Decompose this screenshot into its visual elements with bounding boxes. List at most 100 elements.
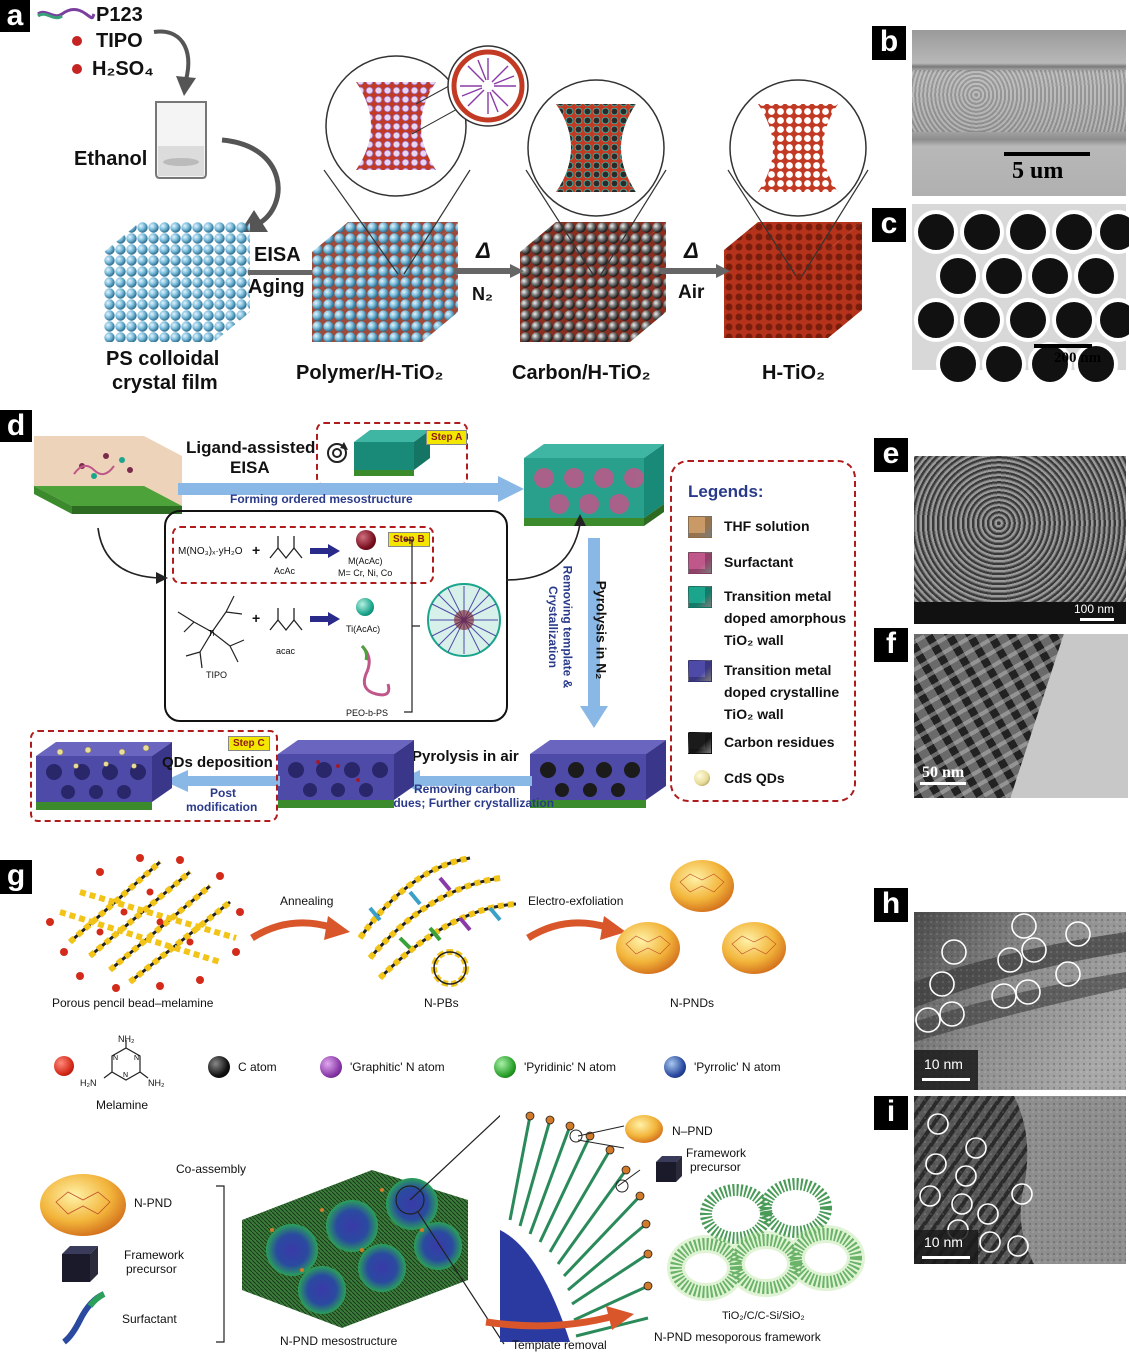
eq1-plus: + bbox=[252, 542, 261, 558]
legend-title: Legends: bbox=[688, 482, 764, 501]
removing-carbon-label: Removing carbon bbox=[414, 782, 516, 796]
panel-label-b: b bbox=[872, 26, 906, 60]
qds-deposition-label: QDs deposition bbox=[162, 754, 273, 771]
curved-arrow-icon bbox=[221, 137, 281, 232]
p123-chain-icon bbox=[37, 8, 96, 20]
stage-n-pnds: N-PNDs bbox=[670, 996, 714, 1010]
legend-cube-icon bbox=[688, 552, 712, 574]
eq1-reactant: M(NO₃)ₓ·yH₂O bbox=[178, 546, 243, 557]
rotation-icon bbox=[327, 442, 348, 463]
step-eisa-label: EISA bbox=[254, 244, 301, 266]
red-arrow-icon bbox=[250, 916, 350, 941]
bracket-icon bbox=[404, 539, 420, 713]
legend-label: Surfactant bbox=[724, 554, 794, 570]
pyrrolic-n-dot bbox=[664, 1056, 686, 1078]
scale-label-h: 10 nm bbox=[924, 1056, 963, 1072]
ps-colloidal-cube bbox=[104, 222, 250, 342]
scale-label-b: 5 um bbox=[1012, 158, 1064, 184]
legend-label: doped amorphous bbox=[724, 610, 847, 626]
micelle-inset bbox=[447, 45, 529, 127]
acac-molecule-icon bbox=[269, 608, 303, 632]
carbon-residue-cube bbox=[530, 740, 666, 808]
mesoporous-framework-illustration bbox=[667, 1178, 865, 1301]
panel-label-c: c bbox=[872, 208, 906, 242]
svg-text:N: N bbox=[113, 1055, 118, 1062]
melamine-nh2-right: NH₂ bbox=[148, 1078, 165, 1088]
peo-ps-polymer-icon bbox=[360, 644, 391, 697]
red-arrow-icon bbox=[526, 916, 626, 941]
legend-sphere-icon bbox=[694, 770, 710, 786]
legend-label: Transition metal bbox=[724, 662, 832, 678]
n-pnd-small-icon bbox=[625, 1115, 663, 1143]
tipo-molecule-icon: Ti bbox=[177, 595, 245, 669]
svg-text:N: N bbox=[123, 1072, 128, 1079]
step-air-label: Air bbox=[678, 282, 705, 303]
svg-text:N: N bbox=[134, 1055, 139, 1062]
step-heat-label-2: Δ bbox=[684, 238, 699, 263]
melamine-structure-icon: N N N bbox=[103, 1040, 149, 1081]
panel-label-i: i bbox=[874, 1096, 908, 1130]
htio2-cube bbox=[724, 222, 862, 338]
legend-box bbox=[670, 460, 856, 802]
reagent-tipo: TIPO bbox=[96, 30, 143, 52]
panel-label-e: e bbox=[874, 438, 908, 472]
n-pnd-mesostructure-illustration bbox=[242, 1170, 468, 1328]
legend-label: doped crystalline bbox=[724, 684, 840, 700]
legend-label: Transition metal bbox=[724, 588, 832, 604]
n-pbs-illustration bbox=[357, 855, 517, 987]
framework-precursor-cube-icon bbox=[656, 1156, 682, 1182]
step-b-box bbox=[172, 526, 434, 584]
scale-bar-i bbox=[922, 1256, 970, 1259]
mesostructure-cube bbox=[524, 444, 664, 526]
scale-bar-h bbox=[922, 1078, 970, 1081]
tem-image-h bbox=[914, 912, 1126, 1090]
stage-porous-pencil: Porous pencil bead–melamine bbox=[52, 996, 214, 1010]
stage-ps-colloidal-2: crystal film bbox=[112, 372, 218, 394]
precursor-box bbox=[164, 510, 508, 722]
arrow-right-icon bbox=[660, 264, 730, 278]
eq2-plus: + bbox=[252, 610, 261, 626]
panel-label-h: h bbox=[874, 888, 908, 922]
mesostructure-label: N-PND mesostructure bbox=[280, 1334, 398, 1348]
metal-acac-sphere bbox=[356, 530, 376, 550]
framework-label-2: precursor bbox=[126, 1262, 177, 1276]
panel-label-f: f bbox=[874, 628, 908, 662]
post-label: Post bbox=[210, 786, 237, 800]
peo-b-ps-label: PEO-b-PS bbox=[346, 708, 389, 718]
legend-cube-icon bbox=[688, 586, 712, 608]
polymer-htio2-cube bbox=[312, 222, 458, 342]
electro-exfoliation-label: Electro-exfoliation bbox=[528, 894, 624, 908]
c-atom-label: C atom bbox=[238, 1060, 277, 1074]
co-assembly-label: Co-assembly bbox=[176, 1162, 247, 1176]
curved-arrow-icon bbox=[97, 527, 168, 584]
graphitic-n-label: 'Graphitic' N atom bbox=[350, 1060, 445, 1074]
teal-film-illustration bbox=[354, 430, 430, 476]
annealing-label: Annealing bbox=[280, 894, 334, 908]
blue-arrow-down bbox=[580, 538, 608, 728]
scale-bar-e bbox=[1080, 618, 1114, 621]
scale-label-e: 100 nm bbox=[1074, 602, 1115, 616]
eq1-metals: M= Cr, Ni, Co bbox=[338, 568, 393, 578]
legend-label: CdS QDs bbox=[724, 770, 785, 786]
framework-label-1: Framework bbox=[124, 1248, 185, 1262]
removing-template-label: Removing template & bbox=[560, 565, 575, 689]
h2so4-dot-icon bbox=[72, 64, 82, 74]
qd-decorated-cube bbox=[36, 742, 172, 810]
pointer-lines bbox=[577, 1125, 641, 1187]
curved-arrow-icon bbox=[505, 514, 586, 581]
blue-arrow-forward bbox=[178, 476, 524, 502]
pyridinic-n-dot bbox=[494, 1056, 516, 1078]
zoomed-surfactant-brush bbox=[500, 1110, 653, 1342]
crystalline-cube bbox=[278, 740, 414, 808]
further-crystallization-label: residues; Further crystallization bbox=[372, 796, 555, 810]
panel-label-a: a bbox=[0, 0, 30, 32]
reagent-p123: P123 bbox=[96, 4, 143, 26]
stage-htio2: H-TiO₂ bbox=[762, 362, 825, 384]
legend-cube-icon bbox=[688, 660, 712, 682]
n-pnd-label: N-PND bbox=[134, 1196, 172, 1210]
zoom-inset-carbon bbox=[525, 79, 667, 277]
arrow-right-icon bbox=[310, 544, 340, 558]
stage-carbon-htio2: Carbon/H-TiO₂ bbox=[512, 362, 651, 384]
scale-bar-c bbox=[1034, 344, 1092, 348]
step-a-badge: Step A bbox=[426, 430, 468, 445]
